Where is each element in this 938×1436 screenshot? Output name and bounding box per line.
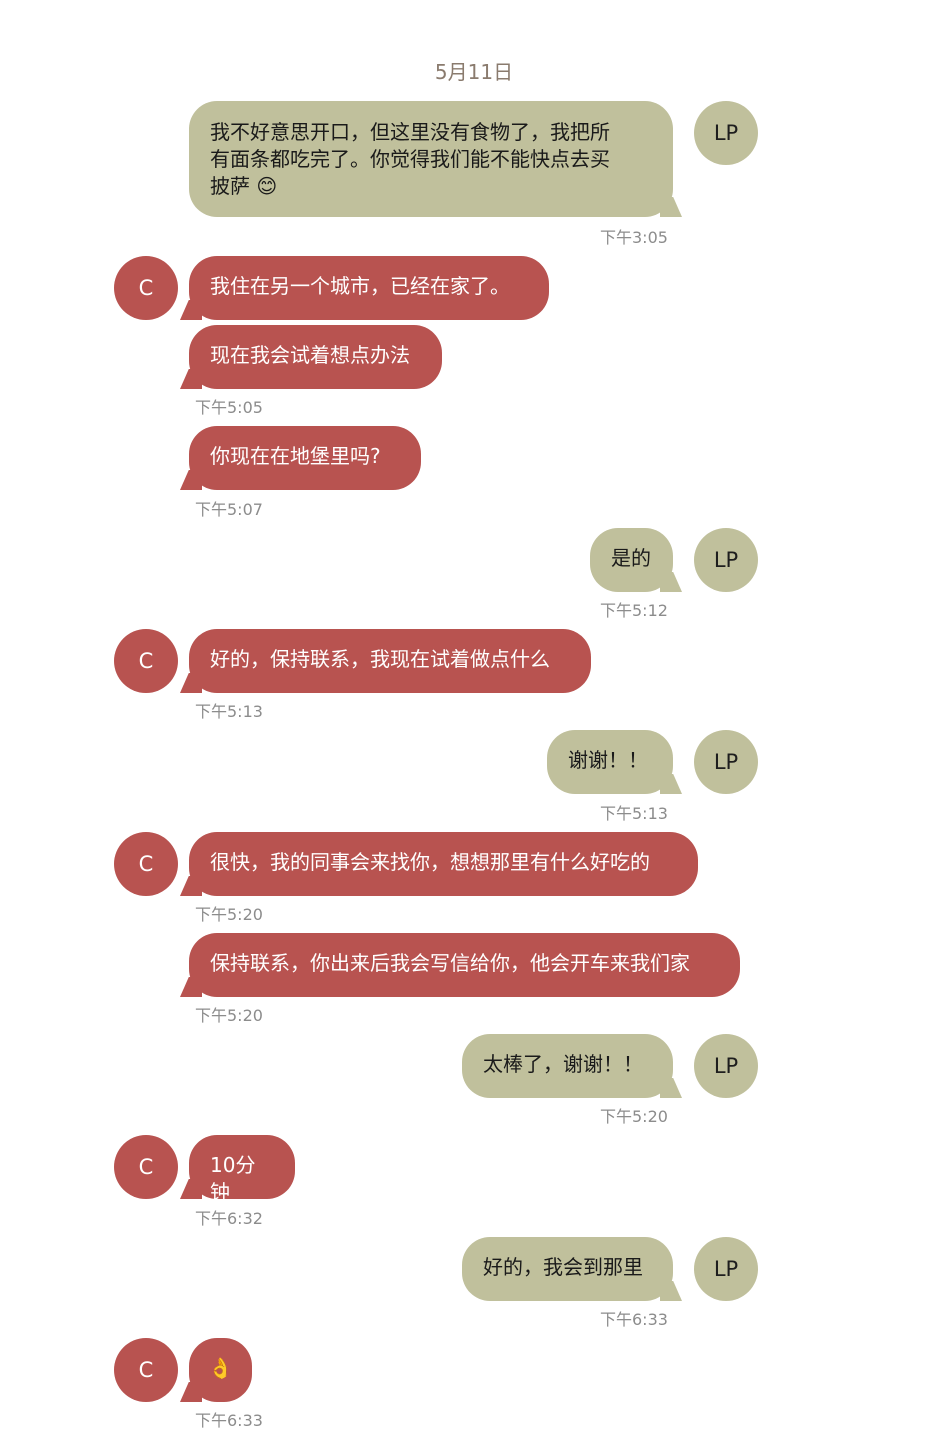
date-header: 5月11日 (434, 60, 514, 84)
avatar-lp[interactable]: LP (694, 528, 758, 592)
message-time: 下午5:13 (195, 702, 263, 721)
message-time: 下午6:32 (195, 1209, 263, 1228)
avatar-lp[interactable]: LP (694, 730, 758, 794)
avatar-c[interactable]: C (114, 1135, 178, 1199)
message-bubble-outgoing[interactable]: 是的 (590, 528, 673, 592)
message-bubble-outgoing[interactable]: 太棒了，谢谢！！ (462, 1034, 673, 1098)
message-bubble-outgoing[interactable]: 谢谢！！ (547, 730, 673, 794)
message-bubble-incoming[interactable]: 好的，保持联系，我现在试着做点什么 (189, 629, 591, 693)
message-time: 下午6:33 (600, 1310, 668, 1329)
message-bubble-incoming[interactable]: 我住在另一个城市，已经在家了。 (189, 256, 549, 320)
avatar-c[interactable]: C (114, 1338, 178, 1402)
avatar-lp[interactable]: LP (694, 1034, 758, 1098)
message-bubble-outgoing[interactable]: 好的，我会到那里 (462, 1237, 673, 1301)
message-time: 下午6:33 (195, 1411, 263, 1430)
message-time: 下午5:07 (195, 500, 263, 519)
message-time: 下午3:05 (600, 228, 668, 247)
avatar-c[interactable]: C (114, 832, 178, 896)
message-bubble-incoming[interactable]: 👌 (189, 1338, 252, 1402)
message-time: 下午5:20 (195, 905, 263, 924)
message-time: 下午5:20 (195, 1006, 263, 1025)
message-bubble-incoming[interactable]: 很快，我的同事会来找你，想想那里有什么好吃的 (189, 832, 698, 896)
avatar-lp[interactable]: LP (694, 101, 758, 165)
message-time: 下午5:12 (600, 601, 668, 620)
message-time: 下午5:13 (600, 804, 668, 823)
avatar-c[interactable]: C (114, 256, 178, 320)
message-bubble-incoming[interactable]: 你现在在地堡里吗? (189, 426, 421, 490)
message-bubble-outgoing[interactable]: 我不好意思开口，但这里没有食物了，我把所 有面条都吃完了。你觉得我们能不能快点去… (189, 101, 673, 217)
message-bubble-incoming[interactable]: 保持联系，你出来后我会写信给你，他会开车来我们家 (189, 933, 740, 997)
message-bubble-incoming[interactable]: 10分钟 (189, 1135, 295, 1204)
message-time: 下午5:20 (600, 1107, 668, 1126)
message-bubble-incoming[interactable]: 现在我会试着想点办法 (189, 325, 442, 389)
avatar-c[interactable]: C (114, 629, 178, 693)
avatar-lp[interactable]: LP (694, 1237, 758, 1301)
message-time: 下午5:05 (195, 398, 263, 417)
